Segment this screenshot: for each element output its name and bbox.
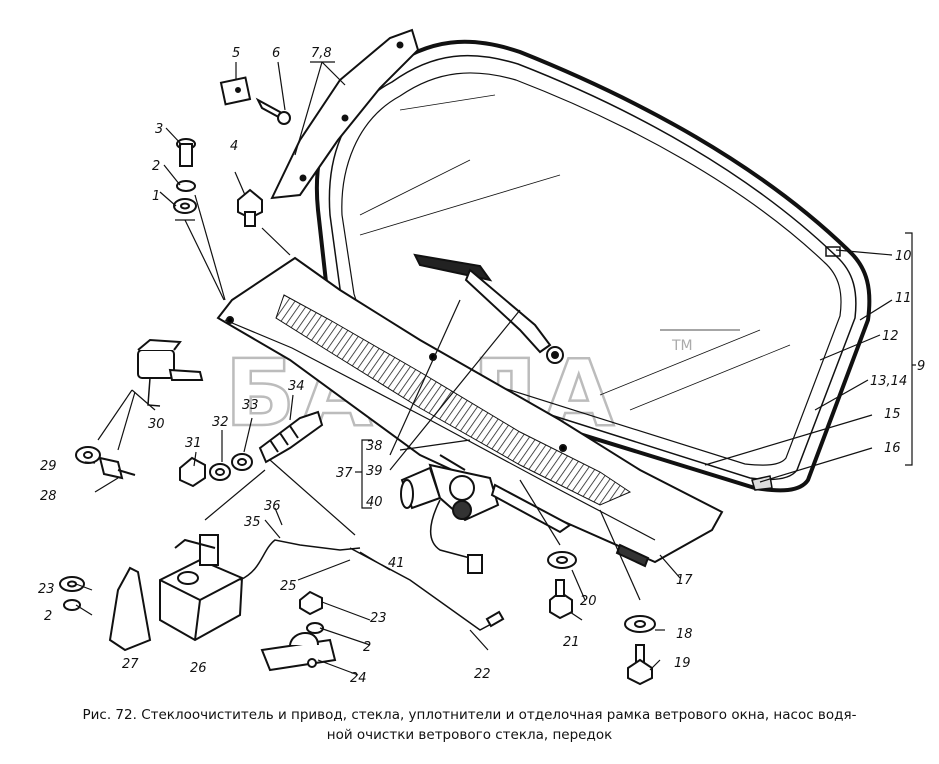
fasteners-top [173,76,291,227]
callout-36: 36 [264,499,281,514]
callout-9: 9 [917,359,925,374]
trim-strip [270,28,420,200]
callout-32: 32 [212,415,229,430]
callout-27: 27 [122,657,139,672]
callout-30: 30 [148,417,165,432]
fasteners-left [75,338,324,488]
callout-15: 15 [884,407,901,422]
callout-21: 21 [563,635,580,650]
callout-12: 12 [882,329,899,344]
exploded-parts-diagram: БАЛЛА TM [38,28,925,686]
callout-28: 28 [40,489,57,504]
callout-5: 5 [232,46,240,61]
caption-line-1: Рис. 72. Стеклоочиститель и привод, стек… [82,707,857,723]
callout-41: 41 [388,556,405,571]
callout-19: 19 [674,656,691,671]
callout-24: 24 [350,671,367,686]
callout-33: 33 [242,398,259,413]
callout-10: 10 [895,249,912,264]
callout-38: 38 [366,439,383,454]
callout-39: 39 [366,464,383,479]
callout-4: 4 [230,139,238,154]
callout-23b: 23 [370,611,387,626]
callout-37: 37 [336,466,353,481]
callout-29: 29 [40,459,57,474]
callout-6: 6 [272,46,280,61]
callout-22: 22 [474,667,491,682]
hose-clamp [260,590,337,672]
wiper-arm [413,253,564,364]
callout-40: 40 [366,495,383,510]
callout-1: 1 [152,189,160,204]
callout-16: 16 [884,441,901,456]
wiper-motor [400,454,572,574]
watermark-tm: TM [671,338,693,354]
callout-25: 25 [280,579,297,594]
caption-line-2: ной очистки ветрового стекла, передок [326,727,613,743]
callout-26: 26 [190,661,207,676]
callout-2c: 2 [363,640,371,655]
fasteners-right [547,551,656,686]
callout-2b: 2 [44,609,52,624]
callout-13-14: 13,14 [870,374,907,389]
callout-11: 11 [895,291,912,306]
callout-31: 31 [185,436,202,451]
callout-23a: 23 [38,582,55,597]
callout-17: 17 [676,573,693,588]
callout-3: 3 [155,122,163,137]
callout-7-8: 7,8 [311,46,332,61]
callout-labels: 1 2 3 4 5 6 7,8 9 10 11 12 13,14 15 16 1… [38,46,925,686]
callout-18: 18 [676,627,693,642]
figure-caption: Рис. 72. Стеклоочиститель и привод, стек… [0,705,939,745]
callout-34: 34 [288,379,305,394]
callout-35: 35 [244,515,261,530]
cowl-panel [216,256,724,568]
callout-20: 20 [580,594,597,609]
leader-lines [75,61,916,676]
callout-2a: 2 [152,159,160,174]
